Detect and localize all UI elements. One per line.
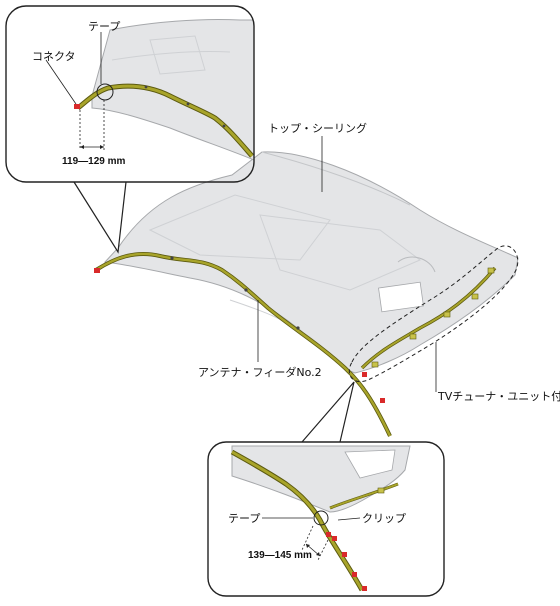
bottom-inset-pointer	[301, 381, 355, 443]
main-leaders	[257, 136, 437, 392]
tape-marker-circle-bottom	[313, 510, 329, 526]
bottom-inset-frame	[207, 441, 445, 597]
label-tv-tuner: TVチューナ・ユニット付車	[437, 389, 560, 403]
top-inset-frame	[5, 5, 255, 183]
label-connector: コネクタ	[32, 50, 76, 63]
top-inset-content	[76, 18, 254, 161]
bottom-inset-content	[230, 445, 411, 592]
antenna-feeder-harness	[94, 251, 392, 437]
top-inset-pointer	[73, 181, 127, 254]
bottom-dimension-arrows	[306, 544, 320, 556]
tv-tuner-harness	[360, 266, 497, 370]
label-top-ceiling: トップ・シーリング	[268, 121, 367, 135]
connector-clips-main	[94, 256, 385, 403]
label-antenna-feeder: アンテナ・フィーダNo.2	[198, 365, 322, 379]
label-clip: クリップ	[362, 512, 406, 525]
tape-marker-circle	[96, 83, 114, 101]
label-tape-bottom: テープ	[228, 512, 260, 525]
label-dimension-top: 119—129 mm	[62, 156, 125, 167]
tv-tuner-dashed-region	[348, 245, 519, 382]
connector-mark	[74, 104, 80, 109]
label-dimension-bottom: 139—145 mm	[248, 550, 312, 561]
label-tape-top: テープ	[88, 20, 120, 33]
clip-mark	[326, 532, 331, 537]
top-inset-leaders	[45, 32, 105, 150]
